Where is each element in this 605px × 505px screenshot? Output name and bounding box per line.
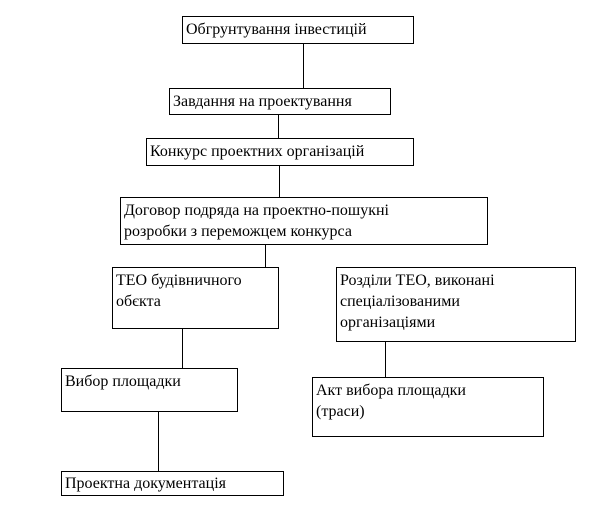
project-documentation-box: Проектна документація xyxy=(61,471,284,496)
connector-line xyxy=(182,329,183,368)
connector-line xyxy=(265,245,266,267)
connector-line xyxy=(279,166,280,197)
site-selection-act-box: Акт вибора площадки (траси) xyxy=(312,377,544,437)
connector-line xyxy=(385,342,386,377)
design-assignment-box: Завдання на проектування xyxy=(169,88,391,115)
specialized-feasibility-sections-box: Розділи ТЕО, виконані спеціалізованими о… xyxy=(336,267,576,342)
connector-line xyxy=(158,412,159,471)
site-selection-box: Вибор площадки xyxy=(61,368,238,412)
building-feasibility-study-box: ТЕО будівничного обєкта xyxy=(112,267,279,329)
design-organization-competition-box: Конкурс проектних організацій xyxy=(146,138,414,166)
design-contract-box: Договор подряда на проектно-пошукні розр… xyxy=(120,197,488,245)
investment-justification-box: Обгрунтування інвестицій xyxy=(182,16,414,44)
connector-line xyxy=(278,115,279,138)
connector-line xyxy=(303,44,304,88)
